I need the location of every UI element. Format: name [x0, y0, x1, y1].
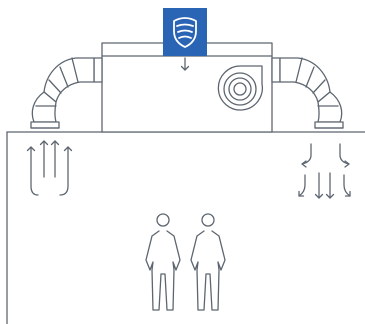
supply-airflow-arrows — [298, 143, 351, 199]
room-outline — [6, 131, 365, 324]
person-icon — [145, 213, 181, 311]
left-duct — [30, 57, 103, 129]
right-duct — [271, 57, 344, 129]
fan-icon — [217, 65, 264, 111]
unit-down-arrow — [180, 57, 190, 71]
extract-airflow-arrows — [26, 140, 73, 196]
person-icon — [190, 213, 226, 311]
shield-logo-icon — [163, 8, 207, 56]
ventilation-unit — [101, 42, 273, 133]
